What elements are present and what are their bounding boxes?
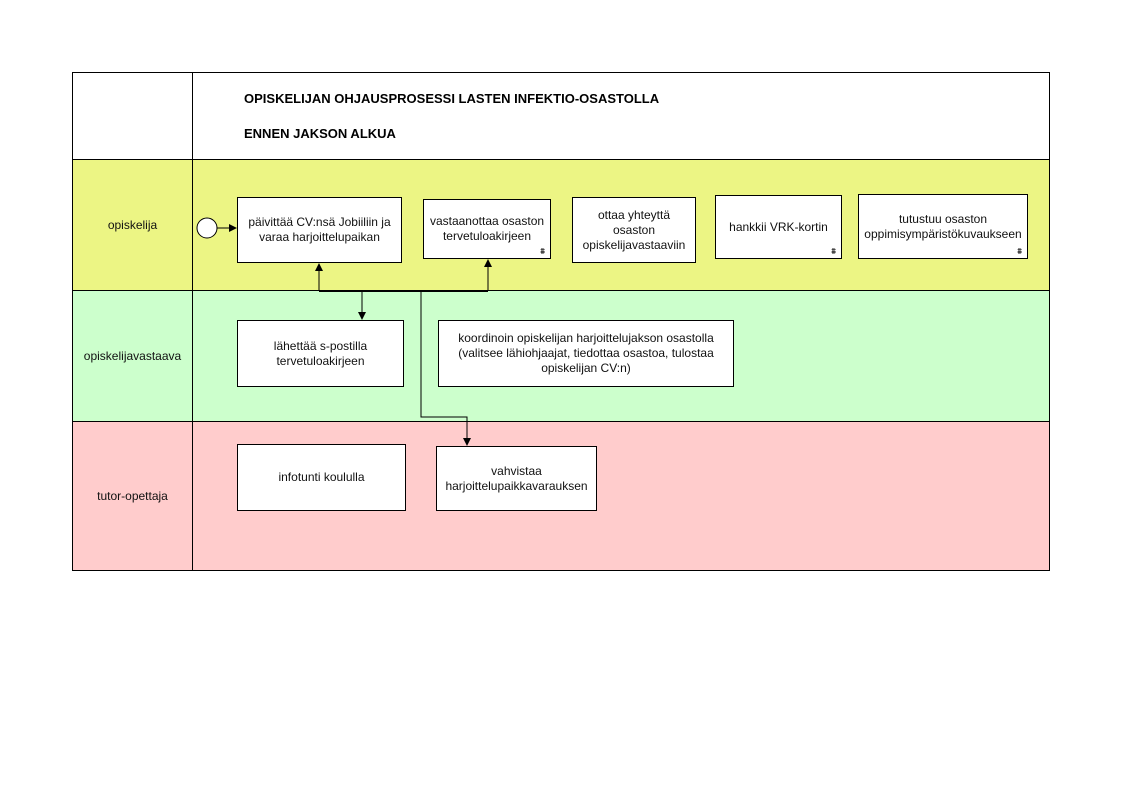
- diagram-title: OPISKELIJAN OHJAUSPROSESSI LASTEN INFEKT…: [244, 91, 660, 106]
- task-label: ottaa yhteyttä osaston opiskelijavastaav…: [582, 207, 686, 252]
- task-get-vrk-card[interactable]: hankkii VRK-kortin ⩩: [715, 195, 842, 259]
- task-receive-welcome-letter[interactable]: vastaanottaa osaston tervetuloakirjeen ⩩: [423, 199, 551, 259]
- arrow-to-t9: [420, 291, 471, 446]
- task-label: vastaanottaa osaston tervetuloakirjeen: [429, 214, 545, 243]
- lane-label-opiskelijavastaava: opiskelijavastaava: [72, 290, 193, 422]
- task-label: vahvistaa harjoittelupaikkavarauksen: [445, 463, 588, 493]
- task-label: tutustuu osaston oppimisympäristökuvauks…: [864, 211, 1022, 241]
- loop-icon: ⩩: [1017, 246, 1022, 256]
- diagram-subtitle: ENNEN JAKSON ALKUA: [244, 126, 396, 141]
- loop-icon: ⩩: [831, 246, 836, 256]
- task-label: päivittää CV:nsä Jobiiliin ja varaa harj…: [248, 215, 391, 244]
- task-label: lähettää s-postilla tervetuloakirjeen: [273, 338, 368, 368]
- start-event: [196, 217, 218, 239]
- task-coordinate-period[interactable]: koordinoin opiskelijan harjoittelujakson…: [438, 320, 734, 387]
- loop-icon: ⩩: [540, 246, 545, 256]
- task-label: koordinoin opiskelijan harjoittelujakson…: [458, 331, 714, 375]
- lane-label-tutor-opettaja: tutor-opettaja: [72, 421, 193, 571]
- task-learning-environment[interactable]: tutustuu osaston oppimisympäristökuvauks…: [858, 194, 1028, 259]
- task-label: infotunti koululla: [278, 470, 365, 484]
- lane-label-opiskelija: opiskelija: [72, 159, 193, 291]
- task-label: hankkii VRK-kortin: [729, 219, 828, 234]
- task-contact-supervisors[interactable]: ottaa yhteyttä osaston opiskelijavastaav…: [572, 197, 696, 263]
- task-send-welcome-letter[interactable]: lähettää s-postilla tervetuloakirjeen: [237, 320, 404, 387]
- task-confirm-booking[interactable]: vahvistaa harjoittelupaikkavarauksen: [436, 446, 597, 511]
- task-update-cv[interactable]: päivittää CV:nsä Jobiiliin ja varaa harj…: [237, 197, 402, 263]
- task-info-session[interactable]: infotunti koululla: [237, 444, 406, 511]
